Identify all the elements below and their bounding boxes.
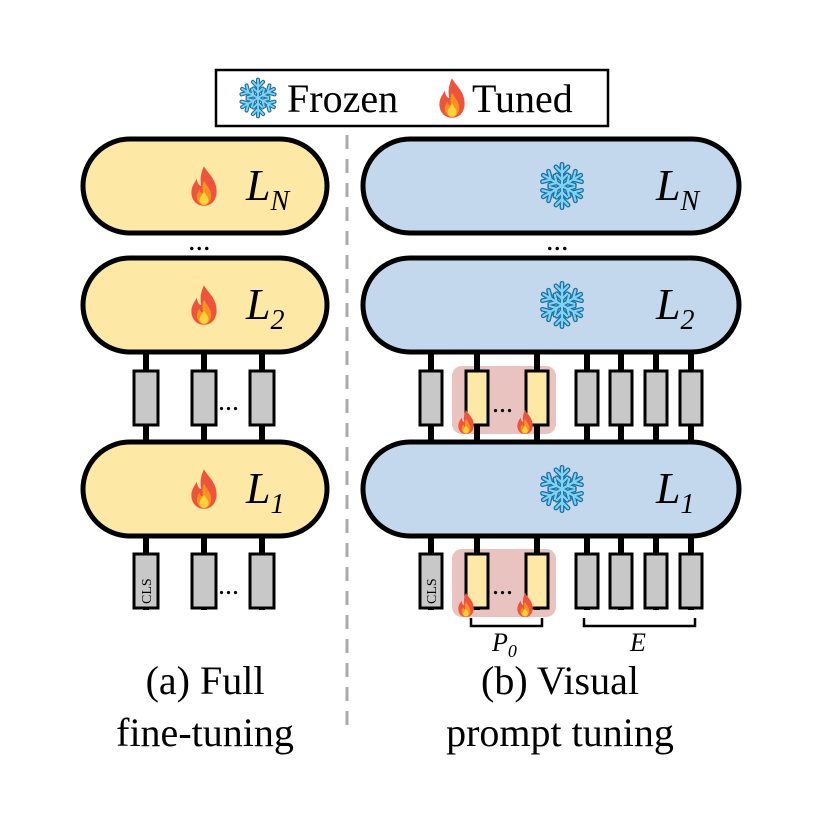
token <box>418 369 444 427</box>
cls-token <box>418 552 444 610</box>
left-mid-token-dots: ... <box>218 386 239 417</box>
left-layer-dots: ... <box>188 224 211 257</box>
right-caption-line1: (b) Visual <box>481 658 639 703</box>
right-input-prompt-dots: ... <box>492 570 513 601</box>
left-panel: LN ... L2 ... L1 CLS ... (a) Full fine-t… <box>80 136 330 755</box>
token <box>608 552 634 610</box>
token <box>643 369 669 427</box>
left-layer-2-label: L2 <box>245 280 284 336</box>
left-layer-1-label: L1 <box>245 464 284 520</box>
token <box>190 552 218 610</box>
right-layer-1-label: L1 <box>655 464 694 520</box>
left-caption-line2: fine-tuning <box>116 710 294 755</box>
token <box>248 369 276 427</box>
prompt-token <box>464 369 490 427</box>
legend-frozen-label: Frozen <box>287 76 398 121</box>
token <box>678 552 704 610</box>
left-input-token-dots: ... <box>218 570 239 601</box>
right-mid-prompt-dots: ... <box>492 388 513 419</box>
legend-tuned-label: Tuned <box>472 76 573 121</box>
right-layer-n-label: LN <box>655 161 700 217</box>
token <box>574 369 600 427</box>
prompt-token <box>524 369 550 427</box>
embedding-bracket-label: E <box>629 628 646 657</box>
right-mid-tokens <box>418 369 704 427</box>
cls-token <box>132 552 160 610</box>
right-layer-2-label: L2 <box>655 280 694 336</box>
left-input-tokens <box>132 552 276 610</box>
right-input-tokens <box>418 552 704 610</box>
left-cls-label: CLS <box>140 578 155 604</box>
prompt-bracket-label: P0 <box>491 628 517 661</box>
token <box>132 369 160 427</box>
left-layer-n-label: LN <box>245 161 290 217</box>
left-mid-tokens <box>132 369 276 427</box>
right-cls-label: CLS <box>425 578 440 604</box>
token <box>678 369 704 427</box>
token <box>190 369 218 427</box>
token <box>248 552 276 610</box>
legend-box <box>214 68 610 128</box>
right-layer-dots: ... <box>546 224 569 257</box>
legend: Frozen Tuned <box>214 68 610 128</box>
prompt-token <box>524 552 550 610</box>
right-caption-line2: prompt tuning <box>446 710 674 755</box>
token <box>574 552 600 610</box>
embedding-bracket <box>582 618 697 628</box>
left-caption-line1: (a) Full <box>146 658 265 703</box>
right-panel: LN ... L2 ... L1 <box>360 136 742 755</box>
prompt-bracket <box>469 618 544 628</box>
prompt-token <box>464 552 490 610</box>
token <box>608 369 634 427</box>
token <box>643 552 669 610</box>
